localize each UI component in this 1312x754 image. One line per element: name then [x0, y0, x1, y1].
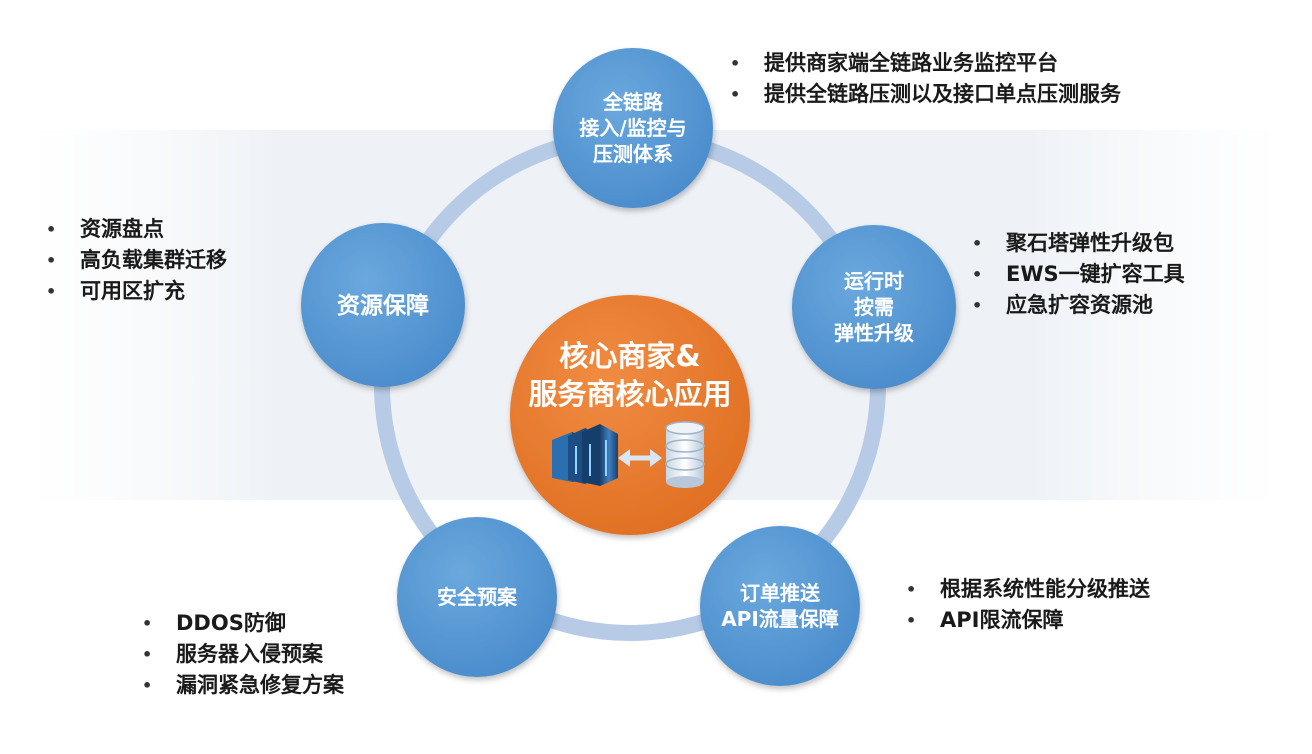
- database-icon: [665, 421, 705, 488]
- bullet-item: DDOS防御: [138, 608, 344, 639]
- bullet-item: API限流保障: [902, 605, 1150, 636]
- node-label-line: 订单推送: [740, 581, 821, 605]
- center-circle: [510, 295, 750, 535]
- server-rack-icon: [552, 424, 618, 486]
- bullet-item: 应急扩容资源池: [968, 290, 1185, 321]
- bullet-item: 提供全链路压测以及接口单点压测服务: [726, 79, 1121, 110]
- node-label-line: 全链路: [602, 90, 664, 114]
- node-circle: [700, 526, 860, 686]
- bullet-item: 资源盘点: [42, 214, 227, 245]
- bullet-item: 聚石塔弹性升级包: [968, 228, 1185, 259]
- bullet-item: 根据系统性能分级推送: [902, 574, 1150, 605]
- security-bullet-list: DDOS防御 服务器入侵预案 漏洞紧急修复方案: [138, 608, 344, 701]
- bullet-item: 提供商家端全链路业务监控平台: [726, 48, 1121, 79]
- elastic-bullet-list: 聚石塔弹性升级包 EWS一键扩容工具 应急扩容资源池: [968, 228, 1185, 321]
- node-label-line: API流量保障: [721, 607, 839, 631]
- node-circle: [397, 517, 557, 677]
- node-label-line: 运行时: [844, 269, 904, 293]
- bullet-item: 服务器入侵预案: [138, 639, 344, 670]
- center-title-line-2: 服务商核心应用: [528, 377, 731, 411]
- node-circle: [301, 223, 465, 387]
- node-label-line: 安全预案: [437, 585, 518, 609]
- node-security: 安全预案: [397, 517, 557, 677]
- node-label-line: 接入/监控与: [579, 116, 686, 140]
- bullet-item: 可用区扩充: [42, 276, 227, 307]
- node-circle: [553, 48, 713, 208]
- node-label-line: 资源保障: [337, 292, 429, 319]
- center-title-line-1: 核心商家&: [559, 339, 700, 373]
- node-label-line: 弹性升级: [834, 321, 914, 345]
- nodes-layer: 全链路接入/监控与压测体系运行时按需弹性升级订单推送API流量保障安全预案资源保…: [301, 48, 956, 686]
- monitoring-bullet-list: 提供商家端全链路业务监控平台 提供全链路压测以及接口单点压测服务: [726, 48, 1121, 110]
- bullet-item: 高负载集群迁移: [42, 245, 227, 276]
- double-arrow-icon: [618, 449, 662, 467]
- resource-bullet-list: 资源盘点 高负载集群迁移 可用区扩充: [42, 214, 227, 307]
- order-push-bullet-list: 根据系统性能分级推送 API限流保障: [902, 574, 1150, 636]
- bullet-item: EWS一键扩容工具: [968, 259, 1185, 290]
- node-label-line: 按需: [854, 295, 894, 319]
- node-circle: [792, 225, 956, 389]
- node-label-line: 压测体系: [593, 142, 673, 166]
- center-node: 核心商家& 服务商核心应用: [510, 295, 750, 535]
- node-resource: 资源保障: [301, 223, 465, 387]
- bullet-item: 漏洞紧急修复方案: [138, 670, 344, 701]
